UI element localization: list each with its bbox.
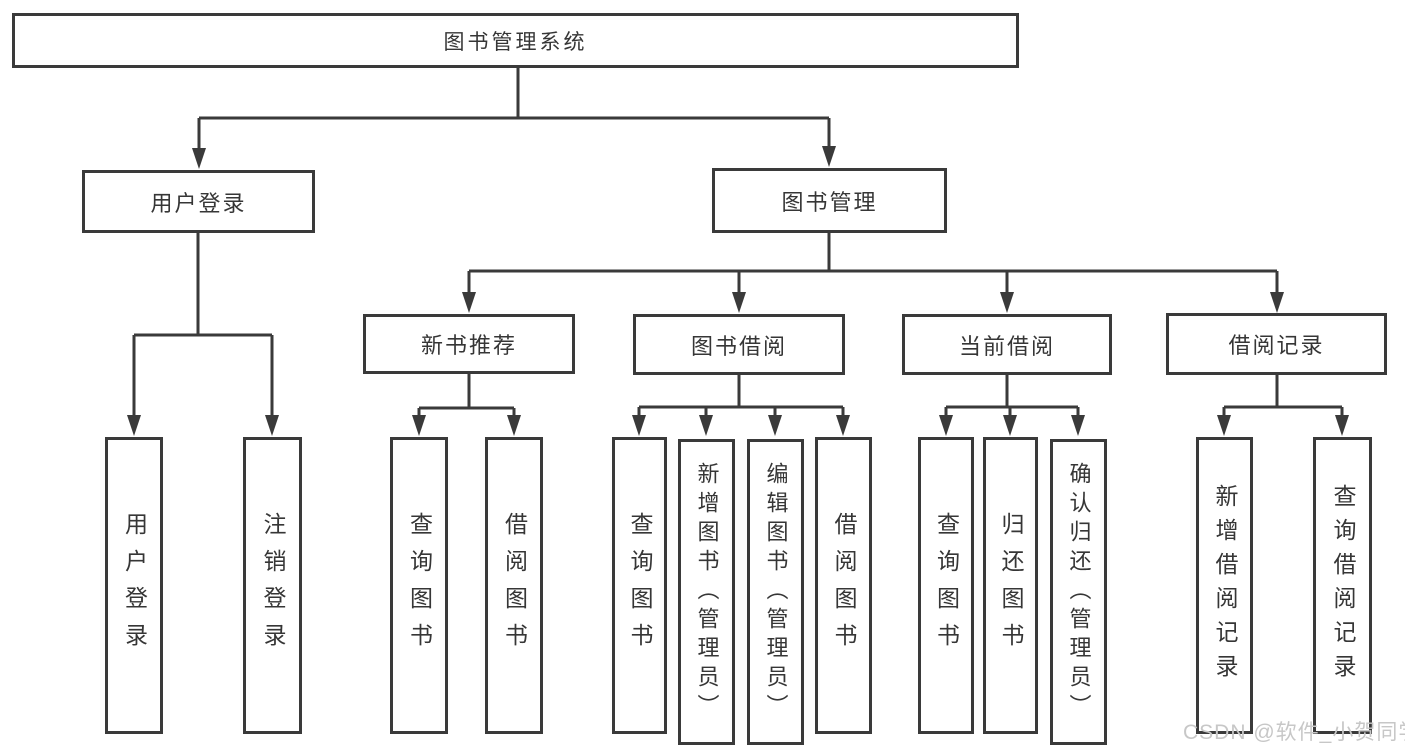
leaf-query-books-recommend: 查询图书 bbox=[390, 437, 448, 734]
leaf-add-borrow-record: 新增借阅记录 bbox=[1196, 437, 1253, 734]
leaf-add-books-admin: 新增图书（管理员） bbox=[678, 439, 735, 745]
node-label: 借阅图书 bbox=[831, 511, 857, 660]
node-root: 图书管理系统 bbox=[12, 13, 1019, 68]
node-label: 确认归还（管理员） bbox=[1066, 461, 1092, 723]
leaf-query-books-borrow: 查询图书 bbox=[612, 437, 667, 734]
node-label: 借阅图书 bbox=[501, 511, 528, 660]
node-user-login: 用户登录 bbox=[82, 170, 315, 233]
leaf-borrow-books-recommend: 借阅图书 bbox=[485, 437, 543, 734]
leaf-return-books: 归还图书 bbox=[983, 437, 1038, 734]
node-borrow-records: 借阅记录 bbox=[1166, 313, 1387, 375]
node-label: 用户登录 bbox=[150, 190, 247, 216]
node-label: 新增图书（管理员） bbox=[694, 461, 720, 723]
node-label: 当前借阅 bbox=[958, 333, 1055, 359]
node-label: 图书管理 bbox=[781, 189, 878, 215]
node-label: 查询图书 bbox=[406, 511, 433, 660]
node-label: 图书借阅 bbox=[690, 333, 787, 359]
node-label: 用户登录 bbox=[121, 511, 148, 660]
node-book-management: 图书管理 bbox=[712, 168, 947, 233]
node-book-borrow: 图书借阅 bbox=[633, 314, 845, 375]
node-label: 借阅记录 bbox=[1228, 333, 1325, 358]
node-label: 查询图书 bbox=[933, 511, 960, 660]
leaf-borrow-books: 借阅图书 bbox=[815, 437, 872, 734]
node-current-borrow: 当前借阅 bbox=[902, 314, 1112, 375]
leaf-confirm-return-admin: 确认归还（管理员） bbox=[1050, 439, 1107, 745]
node-label: 编辑图书（管理员） bbox=[763, 461, 789, 723]
watermark: CSDN @软件_小贺同学 bbox=[1183, 721, 1405, 744]
node-label: 查询图书 bbox=[627, 511, 653, 660]
arrowheads bbox=[127, 146, 1349, 436]
node-label: 归还图书 bbox=[998, 511, 1024, 660]
node-new-book-recommend: 新书推荐 bbox=[363, 314, 575, 374]
node-label: 图书管理系统 bbox=[443, 30, 588, 54]
leaf-edit-books-admin: 编辑图书（管理员） bbox=[747, 439, 804, 745]
leaf-user-login: 用户登录 bbox=[105, 437, 163, 734]
node-label: 注销登录 bbox=[260, 511, 286, 660]
node-label: 新书推荐 bbox=[420, 333, 517, 358]
leaf-query-books-current: 查询图书 bbox=[918, 437, 974, 734]
node-label: 查询借阅记录 bbox=[1330, 483, 1356, 688]
leaf-logout: 注销登录 bbox=[243, 437, 302, 734]
node-label: 新增借阅记录 bbox=[1212, 483, 1238, 688]
leaf-query-borrow-record: 查询借阅记录 bbox=[1313, 437, 1372, 734]
